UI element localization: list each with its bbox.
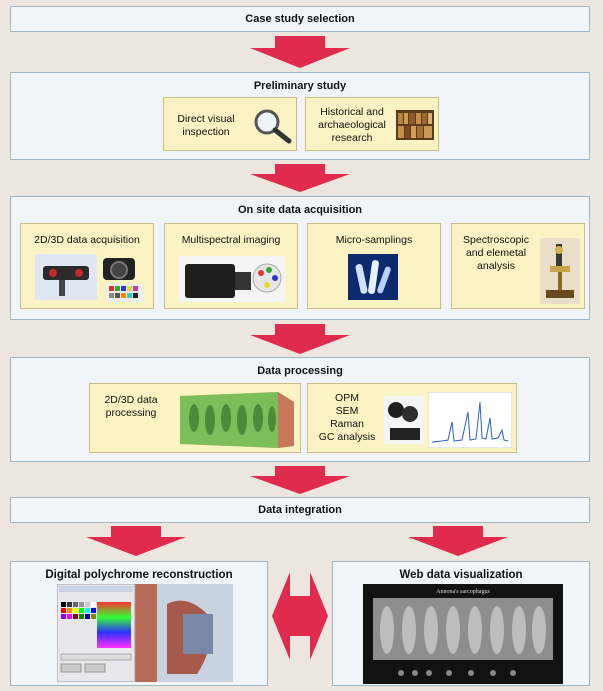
card-label: 2D/3D data acquisition [34,234,140,246]
card-visual-inspection: Direct visual inspection [163,97,297,151]
web-viewer-screenshot: Annona's sarcophagus [363,584,563,684]
palette-swatch [85,602,90,607]
card-label: Historical and archaeological research [318,106,386,144]
palette-swatch [61,602,66,607]
card-label: 2D/3D data processing [104,394,158,419]
card-label-gc: GC analysis [318,431,376,443]
palette-swatch [67,602,72,607]
card-label: Multispectral imaging [181,234,281,246]
card-label-opm: OPM [335,392,359,404]
down-arrow-left [86,526,186,556]
preliminary-title: Preliminary study [253,80,347,92]
sarcophagus-relief [373,598,553,660]
viewer-caption: Annona's sarcophagus [436,589,490,595]
palette-swatch [61,608,66,613]
vials-photo [348,254,398,300]
card-historical-research: Historical and archaeological research [305,97,439,151]
bidirectional-arrow [272,572,328,660]
card-2d3d-acquisition: 2D/3D data acquisition [20,223,154,309]
spectrum-plot [428,392,512,448]
palette-swatch [79,614,84,619]
palette-swatch [73,602,78,607]
scanner-camera-photo [35,254,143,302]
onsite-title: On site data acquisition [237,204,363,216]
microscope-photo [540,238,580,304]
card-label: Spectroscopic and elemetal analysis [463,234,529,272]
down-arrow-2 [250,164,350,192]
card-label-sem: SEM [335,405,359,417]
card-micro-samplings: Micro-samplings [307,223,441,309]
viewer-toolbar[interactable] [393,668,533,678]
palette-swatch [67,614,72,619]
case-study-title: Case study selection [245,13,355,25]
card-label: Micro-samplings [335,234,413,246]
preliminary-band: Preliminary study Direct visual inspecti… [10,72,590,160]
microscope-photo [384,396,424,444]
processing-title: Data processing [257,365,343,377]
palette-swatch [67,608,72,613]
card-label: Direct visual inspection [177,113,235,138]
palette-swatch [73,608,78,613]
card-spectroscopic-analysis: Spectroscopic and elemetal analysis [451,223,585,309]
multispectral-camera-photo [179,256,285,302]
card-lab-analysis: OPM SEM Raman GC analysis [307,383,517,453]
sarcophagus-model [180,392,294,448]
palette-swatch [85,608,90,613]
palette-swatch [79,608,84,613]
down-arrow-4 [250,466,350,494]
down-arrow-3 [250,324,350,354]
palette-swatch [91,614,96,619]
palette-swatch [91,602,96,607]
bookshelf-photo [396,110,434,140]
palette-swatch [85,614,90,619]
output-polychrome-title: Digital polychrome reconstruction [45,569,233,581]
palette-swatch [61,614,66,619]
card-2d3d-processing: 2D/3D data processing [89,383,301,453]
output-web-band: Web data visualization Annona's sarcopha… [332,561,590,686]
integration-band: Data integration [10,497,590,523]
output-polychrome-band: Digital polychrome reconstruction [10,561,268,686]
down-arrow-1 [250,36,350,68]
onsite-band: On site data acquisition 2D/3D data acqu… [10,196,590,320]
polychrome-software-screenshot [57,584,233,682]
palette-swatch [91,608,96,613]
palette-swatch [73,614,78,619]
card-multispectral-imaging: Multispectral imaging [164,223,298,309]
case-study-band: Case study selection [10,6,590,32]
down-arrow-right [408,526,508,556]
magnifying-glass-icon [254,109,292,144]
integration-title: Data integration [258,504,342,516]
palette-swatch [79,602,84,607]
processing-band: Data processing 2D/3D data processing OP… [10,357,590,462]
card-label-raman: Raman [330,418,364,430]
output-web-title: Web data visualization [399,569,523,581]
